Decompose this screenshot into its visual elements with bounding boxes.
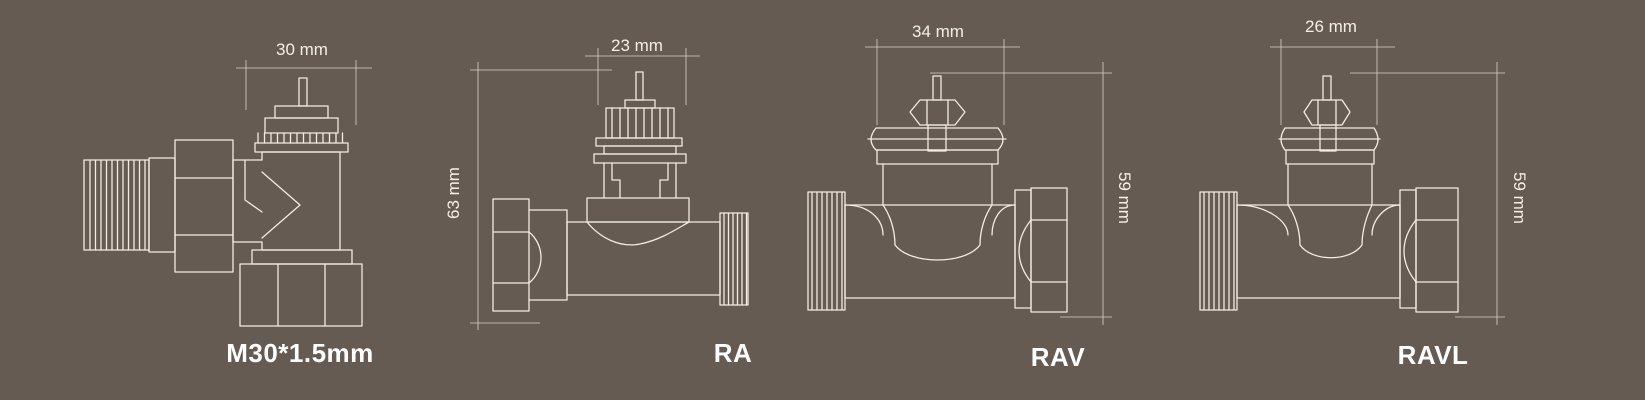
valve-m30-width-dim: 30 mm [276,40,328,59]
valve-ra-label: RA [713,338,753,368]
valve-rav-label: RAV [1030,342,1086,372]
valve-ravl-height-dim: 59 mm [1510,172,1529,224]
valve-m30-drawing: 30 mm [83,40,372,327]
valve-ra-drawing: 23 mm 63 mm [444,36,749,330]
valve-ravl-width-dim: 26 mm [1305,17,1357,36]
valve-ravl-label: RAVL [1397,340,1469,370]
valve-ra-height-dim: 63 mm [444,167,463,219]
valve-rav-height-dim: 59 mm [1115,172,1134,224]
valve-ra-width-dim: 23 mm [611,36,663,55]
valve-rav-drawing: 34 mm 59 mm [807,22,1134,325]
valve-rav-width-dim: 34 mm [912,22,964,41]
valve-ravl-drawing: 26 mm 59 mm [1199,17,1529,325]
valve-m30-label: M30*1.5mm [226,338,374,368]
